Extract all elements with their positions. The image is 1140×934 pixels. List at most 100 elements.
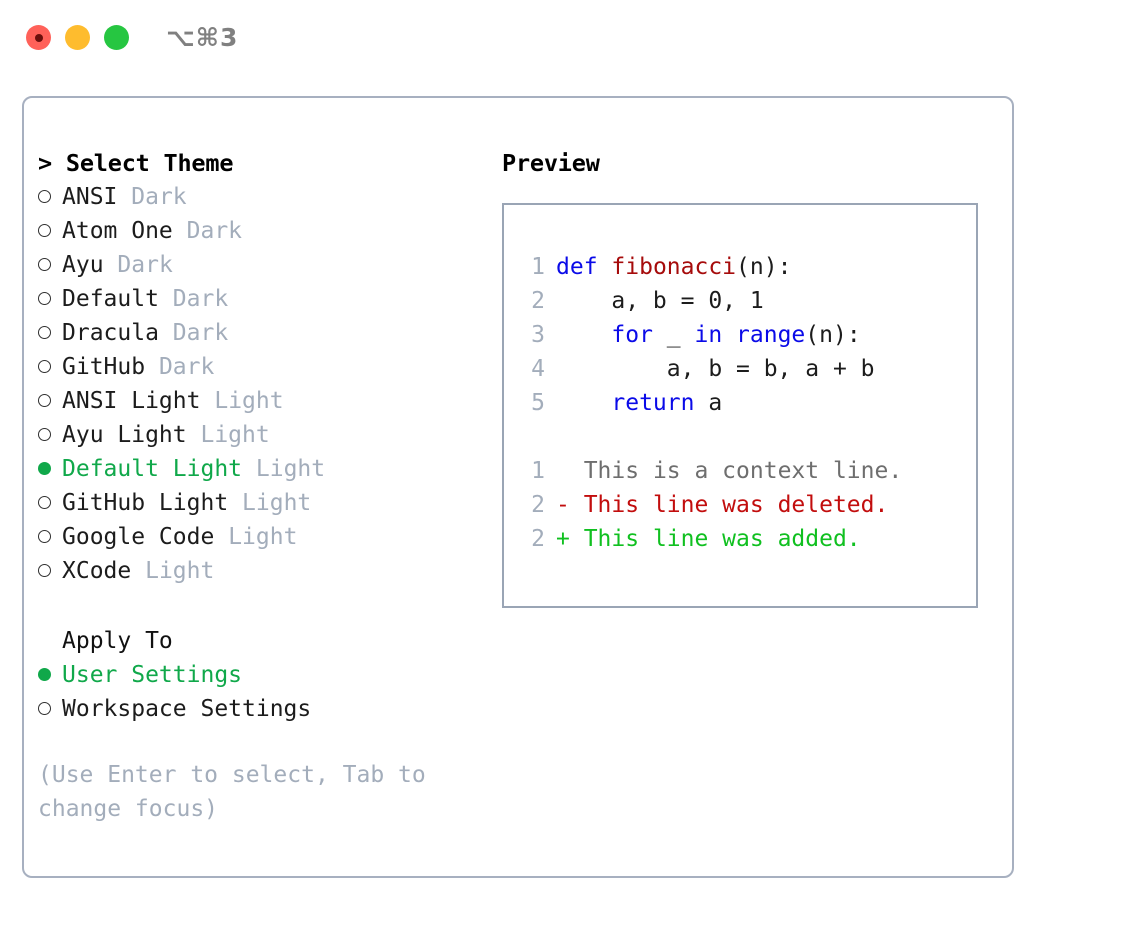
minimize-window-button[interactable] — [65, 25, 90, 50]
theme-kind-label: Dark — [158, 354, 215, 380]
theme-kind-label: Dark — [131, 184, 187, 210]
radio-unselected-icon — [38, 564, 51, 577]
diff-sign — [556, 458, 570, 484]
theme-name: ANSI Light — [62, 388, 201, 414]
theme-list-item[interactable]: Google Code Light — [38, 520, 488, 554]
radio-unselected-icon — [38, 258, 51, 271]
theme-marker-1 — [38, 214, 62, 248]
code-token-plain: a, b = 0, 1 — [556, 288, 764, 314]
theme-list-item[interactable]: Atom One Dark — [38, 214, 488, 248]
theme-picker-header: > Select Theme — [38, 149, 234, 177]
theme-kind-label: Light — [255, 456, 326, 482]
radio-unselected-icon — [38, 224, 51, 237]
theme-list-item[interactable]: ANSI Light Light — [38, 384, 488, 418]
theme-name: Google Code — [62, 524, 215, 550]
theme-kind-label: Dark — [117, 252, 173, 278]
theme-marker-6 — [38, 384, 62, 418]
theme-kind-label: Dark — [172, 286, 229, 312]
theme-name: Default — [62, 286, 159, 312]
theme-list-item[interactable]: Dracula Dark — [38, 316, 488, 350]
code-token-plain — [722, 322, 736, 348]
radio-unselected-icon — [38, 428, 51, 441]
apply-marker-0 — [38, 658, 62, 692]
code-token-kw: in — [694, 322, 723, 348]
close-window-button[interactable] — [26, 25, 51, 50]
code-line: 4 a, b = b, a + b — [517, 352, 970, 386]
title-bar: ⌥⌘3 — [0, 0, 1140, 78]
theme-list-item[interactable]: ANSI Dark — [38, 180, 488, 214]
code-token-plain: (n): — [805, 322, 861, 348]
theme-marker-5 — [38, 350, 62, 384]
maximize-window-button[interactable] — [104, 25, 129, 50]
apply-to-header: Apply To — [38, 624, 488, 658]
spacer — [159, 286, 173, 312]
radio-selected-icon — [38, 462, 51, 475]
theme-marker-0 — [38, 180, 62, 214]
theme-list-item[interactable]: Default Dark — [38, 282, 488, 316]
preview-title: Preview — [502, 149, 600, 177]
code-token-kw: for — [611, 322, 653, 348]
spacer — [131, 558, 145, 584]
apply-to-option[interactable]: User Settings — [38, 658, 488, 692]
code-token-plain — [556, 390, 611, 416]
radio-unselected-icon — [38, 360, 51, 373]
spacer — [187, 422, 201, 448]
theme-name: Atom One — [62, 218, 173, 244]
code-token-kw: range — [736, 322, 806, 348]
theme-list-item[interactable]: GitHub Dark — [38, 350, 488, 384]
keyboard-shortcut-label: ⌥⌘3 — [166, 23, 239, 52]
code-line: 3 for _ in range(n): — [517, 318, 970, 352]
apply-to-indent — [38, 624, 62, 658]
theme-marker-8 — [38, 452, 62, 486]
code-token-fn: fibonacci — [611, 254, 737, 280]
radio-unselected-icon — [38, 394, 51, 407]
code-token-plain — [556, 322, 611, 348]
apply-to-header-label: Apply To — [62, 628, 173, 654]
spacer — [200, 388, 214, 414]
radio-unselected-icon — [38, 292, 51, 305]
code-token-plain: a — [694, 390, 723, 416]
theme-list-item[interactable]: Ayu Light Light — [38, 418, 488, 452]
theme-list-item[interactable]: XCode Light — [38, 554, 488, 588]
theme-list-item[interactable]: Ayu Dark — [38, 248, 488, 282]
keyboard-hint: (Use Enter to select, Tab to change focu… — [38, 762, 440, 822]
spacer — [228, 490, 242, 516]
code-line: 2 a, b = 0, 1 — [517, 284, 970, 318]
theme-name: GitHub Light — [62, 490, 229, 516]
apply-to-option-label: User Settings — [62, 662, 243, 688]
code-token-plain: (n): — [736, 254, 792, 280]
theme-marker-2 — [38, 248, 62, 282]
radio-unselected-icon — [38, 190, 51, 203]
spacer — [159, 320, 173, 346]
theme-kind-label: Light — [228, 524, 298, 550]
code-line: 5 return a — [517, 386, 970, 420]
code-token-plain: _ — [652, 322, 695, 348]
diff-text: This line was deleted. — [569, 492, 889, 518]
code-line-number: 4 — [531, 356, 545, 382]
radio-unselected-icon — [38, 496, 51, 509]
traffic-light-group — [26, 25, 129, 50]
theme-list-item[interactable]: Default Light Light — [38, 452, 488, 486]
theme-name: XCode — [62, 558, 132, 584]
theme-name: Ayu Light — [62, 422, 187, 448]
code-token-kw: def — [556, 254, 598, 280]
diff-text: This is a context line. — [569, 458, 903, 484]
theme-name: ANSI — [62, 184, 118, 210]
theme-kind-label: Dark — [172, 320, 229, 346]
apply-to-option[interactable]: Workspace Settings — [38, 692, 488, 726]
spacer — [214, 524, 228, 550]
diff-line-number: 2 — [531, 492, 545, 518]
radio-unselected-icon — [38, 326, 51, 339]
radio-unselected-icon — [38, 702, 51, 715]
theme-list-item[interactable]: GitHub Light Light — [38, 486, 488, 520]
section-spacer — [38, 588, 488, 624]
diff-line-number: 1 — [531, 458, 545, 484]
theme-name: Ayu — [62, 252, 104, 278]
theme-kind-label: Light — [242, 490, 312, 516]
